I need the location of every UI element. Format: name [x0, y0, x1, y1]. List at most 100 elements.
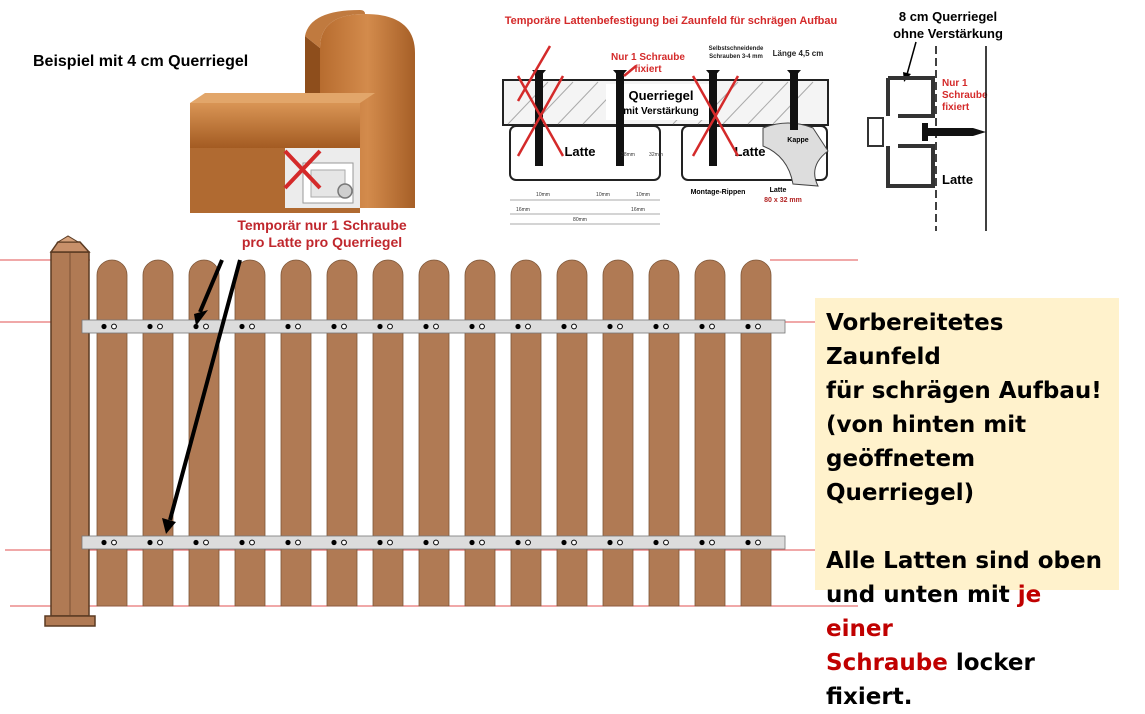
screw-hole-fixed: [423, 323, 429, 330]
screw-hole-fixed: [515, 539, 521, 546]
screw-hole-open: [249, 323, 255, 330]
note-screws-1: Selbstschneidende: [709, 46, 764, 52]
fence-slat: [418, 259, 450, 607]
screw-hole-open: [709, 323, 715, 330]
right-note-3: fixiert: [942, 102, 970, 113]
note-line-5: Alle Latten sind oben: [826, 548, 1102, 574]
length-label: Länge 4,5 cm: [773, 49, 824, 58]
screw-hole-open: [433, 323, 439, 330]
note-red-1: Nur 1 Schraube: [611, 52, 685, 63]
dim-38: 38mm: [621, 152, 635, 158]
latte-label-b: Latte: [734, 144, 765, 159]
fence-slat: [602, 259, 634, 607]
note-line-6-red: je einer: [826, 582, 1042, 642]
screw-hole-fixed: [285, 539, 291, 546]
kappe-label: Kappe: [787, 137, 809, 144]
latte-label-a: Latte: [564, 144, 595, 159]
screw-hole-open: [387, 323, 393, 330]
note-line-6-text: und unten mit: [826, 582, 1018, 608]
dim-10-c: 10mm: [636, 192, 650, 198]
screw-hole-open: [525, 539, 531, 546]
screw-hole-fixed: [193, 539, 199, 546]
callout-line-2: pro Latte pro Querriegel: [241, 234, 403, 250]
screw-hole-fixed: [423, 539, 429, 546]
screw-hole-open: [479, 323, 485, 330]
note-line-3: (von hinten mit: [826, 412, 1027, 438]
fence-slat: [510, 259, 542, 607]
screw-hole-open: [341, 539, 347, 546]
screw-hole-fixed: [745, 539, 751, 546]
screw-hole-fixed: [561, 539, 567, 546]
screw-hole-fixed: [331, 323, 337, 330]
fence-slat: [188, 259, 220, 607]
screw-hole-open: [111, 323, 117, 330]
right-note-2: Schraube: [942, 90, 988, 101]
screw-hole-open: [663, 539, 669, 546]
screw-hole-fixed: [653, 539, 659, 546]
dim-16-a: 16mm: [516, 207, 530, 213]
screw-hole-open: [157, 323, 163, 330]
screw-hole-fixed: [239, 323, 245, 330]
fence-slat: [464, 259, 496, 607]
screw-hole-fixed: [147, 323, 153, 330]
screw-hole-fixed: [469, 323, 475, 330]
screw-hole-open: [571, 323, 577, 330]
cross-section-diagram: Temporäre Lattenbefestigung bei Zaunfeld…: [502, 15, 837, 225]
diagram-title: Temporäre Lattenbefestigung bei Zaunfeld…: [505, 15, 837, 27]
screw-hole-fixed: [745, 323, 751, 330]
dim-32: 32mm: [649, 152, 663, 158]
right-title-1: 8 cm Querriegel: [899, 9, 997, 24]
screw-hole-open: [203, 539, 209, 546]
fence-slat: [326, 259, 358, 607]
screw-hole-open: [341, 323, 347, 330]
dim-10-b: 10mm: [596, 192, 610, 198]
screw-hole-fixed: [607, 323, 613, 330]
screw-hole-fixed: [469, 539, 475, 546]
fence-slat: [372, 259, 404, 607]
screw-hole-fixed: [699, 539, 705, 546]
note-line-7: Schraube locker fixiert.: [826, 646, 1109, 714]
screw-hole-open: [617, 323, 623, 330]
screw-hole-open: [617, 539, 623, 546]
screw-hole-open: [249, 539, 255, 546]
fence-slat: [648, 259, 680, 607]
dim-16-b: 16mm: [631, 207, 645, 213]
callout-line-1: Temporär nur 1 Schraube: [237, 217, 407, 233]
right-latte-label: Latte: [942, 172, 973, 187]
screw-hole-fixed: [193, 323, 199, 330]
screw-hole-open: [755, 323, 761, 330]
screw-hole-fixed: [285, 323, 291, 330]
screw-hole-fixed: [101, 539, 107, 546]
screw-hole-open: [203, 323, 209, 330]
screw-hole-open: [663, 323, 669, 330]
screw-hole-open: [525, 323, 531, 330]
rail-label: Querriegel: [628, 88, 693, 103]
screw-hole-open: [755, 539, 761, 546]
note-line-7-red: Schraube: [826, 650, 948, 676]
fence-slat: [142, 259, 174, 607]
latte-dim-value: 80 x 32 mm: [764, 197, 802, 204]
note-red-2: fixiert: [634, 64, 662, 75]
rail-label-2: mit Verstärkung: [623, 106, 699, 117]
screw-hole-open: [295, 323, 301, 330]
post-rail-photo: [190, 10, 415, 213]
screw-hole-open: [111, 539, 117, 546]
screw-hole-open: [571, 539, 577, 546]
screw-callout: Temporär nur 1 Schraube pro Latte pro Qu…: [222, 217, 422, 251]
screw-hole-fixed: [239, 539, 245, 546]
screw-hole-fixed: [561, 323, 567, 330]
screw-hole-open: [433, 539, 439, 546]
fence-panel: [0, 235, 858, 627]
fence-slat: [234, 259, 266, 607]
info-note: Vorbereitetes Zaunfeld für schrägen Aufb…: [815, 298, 1119, 710]
screw-hole-fixed: [377, 539, 383, 546]
fence-slat: [96, 259, 128, 607]
rail-profile-diagram: 8 cm Querriegel ohne Verstärkung Nur 1 S…: [867, 9, 1003, 231]
note-line-2: für schrägen Aufbau!: [826, 378, 1102, 404]
note-line-1: Vorbereitetes Zaunfeld: [826, 310, 1004, 370]
note-line-6: und unten mit je einer: [826, 578, 1109, 646]
ribs-label: Montage-Rippen: [691, 189, 746, 196]
screw-hole-fixed: [147, 539, 153, 546]
screw-hole-fixed: [101, 323, 107, 330]
screw-hole-open: [709, 539, 715, 546]
